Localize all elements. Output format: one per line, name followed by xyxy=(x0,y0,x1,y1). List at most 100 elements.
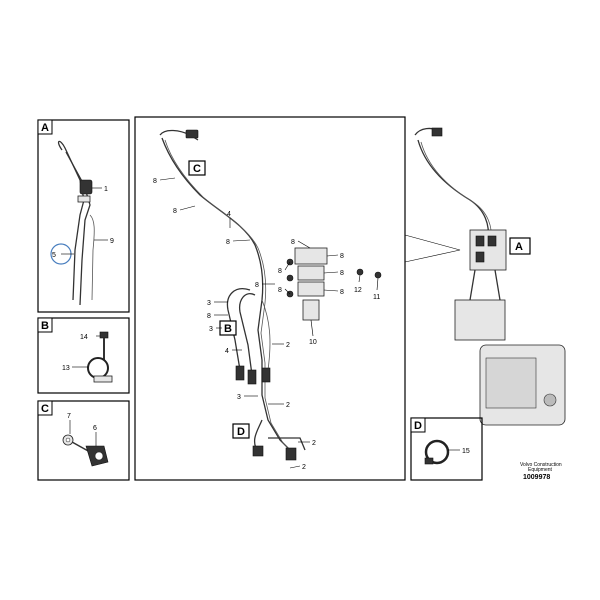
connector-3 xyxy=(261,367,271,383)
main-label-21: 2 xyxy=(312,440,316,447)
overview-valve-2 xyxy=(487,235,497,247)
panel-d-tag: D xyxy=(414,420,422,432)
top-connector xyxy=(185,129,199,139)
main-label-19: 3 xyxy=(237,394,241,401)
panel-a-hose-2 xyxy=(65,151,91,306)
panel-d: D 15 xyxy=(410,417,483,481)
tag-c-box xyxy=(188,160,206,176)
connector-1 xyxy=(235,365,245,381)
main-label-17: 4 xyxy=(225,348,229,355)
panel-c-label-6: 6 xyxy=(93,425,97,432)
main-panel: C B D 8 8 4 8 8 8 8 8 xyxy=(134,116,406,481)
hose-clip xyxy=(424,439,450,465)
lead-main-22 xyxy=(289,465,301,469)
panel-b-label-13: 13 xyxy=(62,365,70,372)
panel-a-label-5: 5 xyxy=(52,252,56,259)
main-label-6: 8 xyxy=(278,268,282,275)
overview-machine: A xyxy=(404,127,566,426)
panel-b-tag-box xyxy=(37,317,53,333)
tag-c: C xyxy=(193,163,201,175)
panel-d-tag-box xyxy=(410,417,426,433)
footer: Volvo Construction Equipment 1009978 xyxy=(520,462,562,481)
tag-b: B xyxy=(224,323,232,335)
panel-a-frame xyxy=(37,119,130,313)
mounting-plate xyxy=(302,299,320,321)
lead-main-3 xyxy=(232,239,251,242)
lead-main-11 xyxy=(358,274,361,283)
overview-hose-run xyxy=(417,139,490,241)
lead-main-1 xyxy=(179,205,196,211)
footer-caption-line2: Equipment xyxy=(528,467,553,473)
lead-main-9 xyxy=(284,288,291,295)
hose-clip-tab xyxy=(424,457,434,465)
valve-bracket-mid xyxy=(297,265,325,281)
panel-a-bracket xyxy=(77,195,91,203)
main-label-8: 8 xyxy=(255,282,259,289)
panel-a-part-1 xyxy=(79,179,93,195)
connector-2 xyxy=(247,369,257,385)
overview-tank-cap xyxy=(543,393,557,407)
tag-d: D xyxy=(237,426,245,438)
clamp-foot xyxy=(93,375,113,383)
lead-main-10 xyxy=(323,289,339,292)
main-label-16: 10 xyxy=(309,339,317,346)
panel-a-label-1: 1 xyxy=(104,186,108,193)
lower-hose-right xyxy=(268,437,306,451)
main-label-2: 4 xyxy=(227,211,231,218)
overview-tag-a-box xyxy=(509,237,531,255)
footer-doc-number: 1009978 xyxy=(523,474,550,481)
panel-b: B 14 13 xyxy=(37,317,130,394)
main-hose-run xyxy=(161,137,291,451)
overview-pointer-lines xyxy=(404,234,461,263)
overview-valve-1 xyxy=(475,235,485,247)
panel-b-label-14: 14 xyxy=(80,334,88,341)
footer-caption-line1: Volvo Construction xyxy=(520,462,562,468)
panel-c-frame xyxy=(37,400,130,481)
overview-tag-a: A xyxy=(515,241,523,253)
panel-c-tag: C xyxy=(41,403,49,415)
branch-hose-b1 xyxy=(226,288,251,371)
lead-main-12 xyxy=(376,277,379,291)
panel-d-frame xyxy=(410,417,483,481)
overview-pump xyxy=(454,299,506,341)
panel-a-hose-3 xyxy=(89,214,95,301)
nut-hole xyxy=(65,437,71,443)
main-label-22: 2 xyxy=(302,464,306,471)
panel-a-tag: A xyxy=(41,122,49,134)
main-label-11: 12 xyxy=(354,287,362,294)
valve-bracket-low xyxy=(297,281,325,297)
valve-bracket-top xyxy=(294,247,328,265)
panel-d-label-15: 15 xyxy=(462,448,470,455)
overview-top-connector xyxy=(431,127,443,137)
washer-12 xyxy=(356,268,364,276)
main-label-3: 8 xyxy=(226,239,230,246)
panel-c-label-7: 7 xyxy=(67,413,71,420)
main-label-14: 8 xyxy=(207,313,211,320)
panel-a-tag-box xyxy=(37,119,53,135)
main-label-9: 8 xyxy=(278,287,282,294)
bolt-head xyxy=(99,331,109,339)
overview-tank-face xyxy=(485,357,537,409)
connector-d xyxy=(252,445,264,457)
overview-valve-3 xyxy=(475,251,485,263)
panel-a-label-9: 9 xyxy=(110,238,114,245)
panel-a-hose-1 xyxy=(57,140,85,301)
p-clip-hole xyxy=(94,451,104,461)
main-label-12: 11 xyxy=(373,294,380,301)
main-hose-run-2 xyxy=(164,139,294,454)
bolt-11 xyxy=(374,271,382,279)
main-label-7: 8 xyxy=(340,270,344,277)
branch-hose-b3 xyxy=(261,299,271,371)
panel-b-tag: B xyxy=(41,320,49,332)
main-label-20: 2 xyxy=(286,402,290,409)
tag-d-box xyxy=(232,423,250,439)
lead-main-7 xyxy=(323,271,339,274)
lead-main-0 xyxy=(159,177,176,181)
lead-main-6 xyxy=(284,261,291,271)
main-label-10: 8 xyxy=(340,289,344,296)
hose-clamp xyxy=(87,357,109,379)
main-label-15: 3 xyxy=(209,326,213,333)
connector-end xyxy=(285,447,297,461)
panel-c-tag-box xyxy=(37,400,53,416)
